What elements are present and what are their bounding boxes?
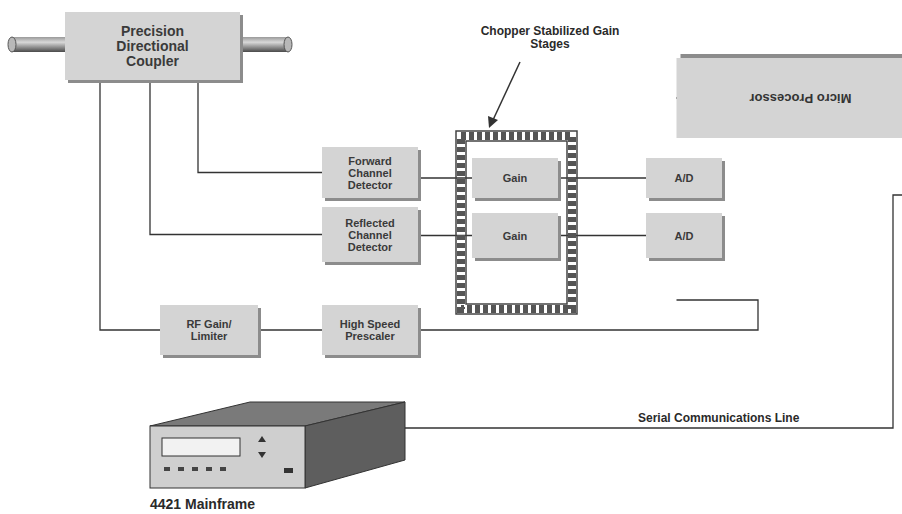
processor-label: Micro Processor — [749, 91, 851, 106]
signal-line — [418, 177, 472, 178]
block-label: A/D — [675, 230, 694, 242]
block-box: RF Gain/ Limiter — [160, 305, 258, 355]
block-label: Gain — [503, 172, 527, 184]
block-box: Gain — [472, 158, 558, 198]
block-box: Micro Processor — [677, 58, 902, 138]
block-label: Forward Channel Detector — [339, 155, 401, 191]
block-label: Precision Directional Coupler — [101, 24, 204, 69]
block-label: RF Gain/ Limiter — [180, 318, 238, 342]
block-box: Reflected Channel Detector — [322, 207, 418, 262]
stage-frame: Chopper Stabilized Gain StagesGainGain — [455, 130, 578, 315]
line-label: Serial Communications Line — [636, 411, 801, 425]
block-label: High Speed Prescaler — [334, 318, 406, 342]
device-name: 4421 Mainframe — [150, 496, 255, 512]
signal-line — [198, 80, 322, 173]
stage-heading: Chopper Stabilized Gain Stages — [475, 25, 625, 51]
signal-line — [150, 80, 322, 235]
block-box: Precision Directional Coupler — [65, 12, 240, 80]
block-box: A/D — [646, 213, 722, 258]
signal-line — [258, 329, 322, 330]
block-label: Reflected Channel Detector — [339, 217, 401, 253]
mainframe-unit: 4421 Mainframe — [140, 396, 410, 514]
block-box: Gain — [472, 213, 558, 258]
leader-arrow — [488, 62, 520, 128]
block-box: A/D — [646, 158, 722, 198]
signal-line — [100, 80, 160, 330]
block-box: Forward Channel Detector — [322, 147, 418, 198]
block-box: High Speed Prescaler — [322, 305, 418, 355]
block-label: Gain — [503, 230, 527, 242]
block-label: A/D — [675, 172, 694, 184]
